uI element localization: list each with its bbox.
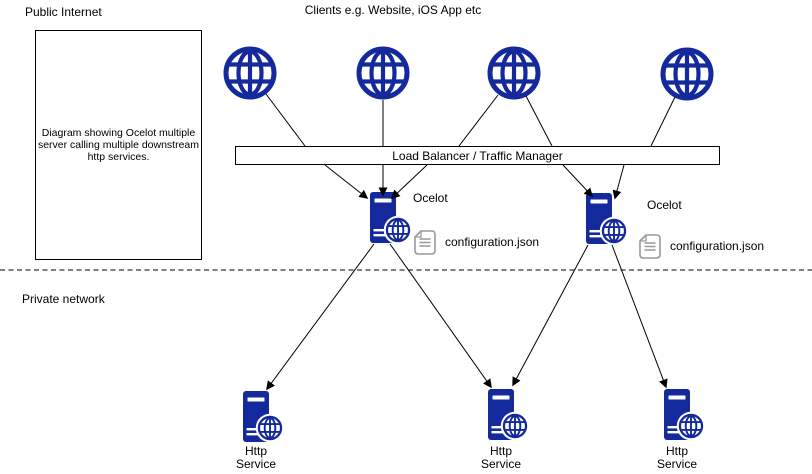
load-balancer-label: Load Balancer / Traffic Manager: [392, 148, 563, 163]
client-globe-icon-3: [490, 49, 538, 97]
description-box: Diagram showing Ocelot multiple server c…: [35, 30, 202, 260]
load-balancer-box: Load Balancer / Traffic Manager: [235, 146, 720, 165]
gateway-left-label: Ocelot: [413, 191, 448, 205]
edge-client4-lb: [650, 96, 676, 147]
edge-gateway-right-service3: [611, 244, 668, 389]
public-internet-label: Public Internet: [25, 5, 102, 19]
edge-client3-lb-left: [458, 94, 499, 147]
clients-title: Clients e.g. Website, iOS App etc: [304, 3, 482, 17]
config-document-icon-right: [639, 234, 661, 259]
edge-gateway-left-service1: [266, 243, 375, 391]
edge-lb-gateway-right-a: [562, 164, 594, 198]
http-service-icon-3: [664, 389, 705, 440]
gateway-left-server-icon: [370, 192, 412, 244]
edge-gateway-left-service2: [389, 243, 492, 389]
edge-lb-gateway-left-a: [324, 164, 369, 199]
private-network-label: Private network: [22, 292, 105, 306]
client-globe-icon-4: [663, 50, 711, 98]
client-globe-icon-2: [359, 49, 407, 97]
edge-client1-lb: [265, 93, 306, 147]
http-service-label-1: Http Service: [235, 444, 276, 471]
http-service-label-2: Http Service: [480, 444, 521, 471]
edge-client3-lb-right: [525, 95, 553, 147]
config-file-label-right: configuration.json: [670, 239, 765, 253]
client-globe-icon-1: [226, 49, 274, 97]
edge-lb-gateway-right-b: [612, 164, 625, 200]
http-service-icon-1: [243, 391, 284, 442]
gateway-right-label: Ocelot: [647, 198, 682, 212]
http-service-icon-2: [488, 389, 529, 440]
description-text: Diagram showing Ocelot multiple server c…: [37, 127, 200, 163]
config-file-label-left: configuration.json: [445, 235, 540, 249]
edge-gateway-right-service2: [512, 244, 589, 387]
edge-lb-gateway-left-c: [390, 164, 428, 200]
gateway-right-server-icon: [586, 193, 628, 245]
http-service-label-3: Http Service: [656, 444, 697, 471]
config-document-icon-left: [414, 230, 436, 255]
